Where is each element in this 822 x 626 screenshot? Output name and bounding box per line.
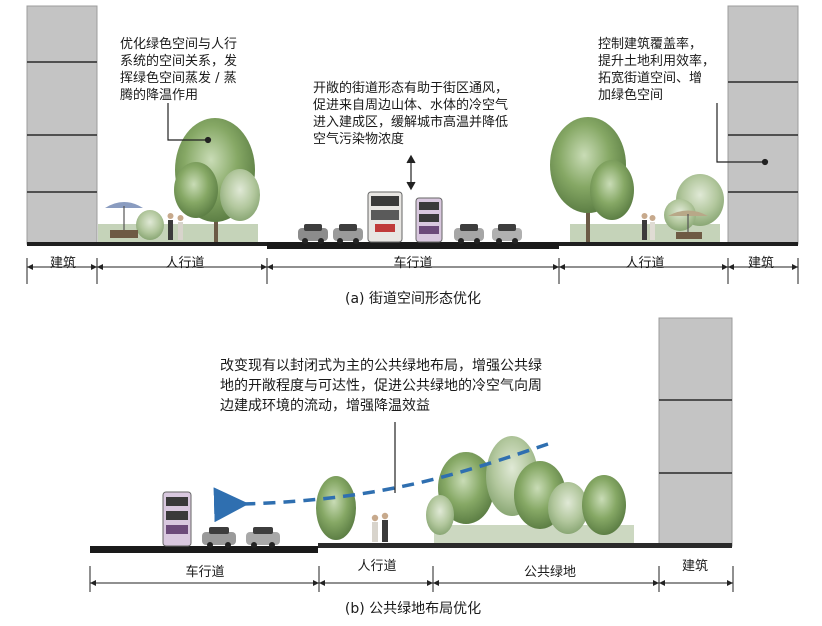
- ground-b-surface: [318, 543, 732, 548]
- zone-label-sidewalk-b: 人行道: [357, 559, 397, 574]
- caption-a: (a) 街道空间形态优化: [345, 291, 481, 307]
- tree-group-left: [98, 118, 260, 242]
- car-icon: [202, 527, 236, 548]
- pedestrians-right-icon: [641, 213, 656, 240]
- note-b: 改变现有以封闭式为主的公共绿地布局，增强公共绿 地的开敞程度与可达性，促进公共绿…: [220, 358, 542, 414]
- car-icon: [298, 224, 328, 244]
- zone-label-greenspace-b: 公共绿地: [523, 565, 576, 580]
- leader-line-right: [716, 103, 769, 166]
- building-left: [26, 5, 98, 245]
- building-b: [658, 317, 733, 547]
- zone-label-building-left: 建筑: [49, 256, 76, 271]
- dimension-line-b: [89, 566, 734, 592]
- note-right: 控制建筑覆盖率， 提升土地利用效率， 拓宽街道空间、增 加绿色空间: [598, 37, 716, 103]
- zone-label-sidewalk-right: 人行道: [625, 256, 665, 271]
- car-icon: [246, 527, 280, 548]
- pedestrians-b-icon: [371, 512, 389, 542]
- tram-b-icon: [162, 491, 192, 547]
- tree-group-right: [550, 117, 724, 242]
- leader-line-center: [406, 154, 416, 191]
- caption-b: (b) 公共绿地布局优化: [344, 601, 482, 617]
- roadway-b-surface: [90, 546, 318, 553]
- zone-label-building-b: 建筑: [681, 559, 708, 574]
- leader-line-left: [167, 103, 212, 144]
- car-icon: [454, 224, 484, 244]
- note-left: 优化绿色空间与人行 系统的空间关系，发 挥绿色空间蒸发 / 蒸 腾的降温作用: [120, 37, 238, 103]
- sidewalk-left-surface: [27, 242, 267, 246]
- umbrella-right-icon: [668, 210, 708, 239]
- dimension-line-a: [26, 258, 799, 284]
- roadway-surface: [267, 242, 559, 249]
- bus-icon: [367, 191, 403, 243]
- building-right: [727, 5, 799, 245]
- car-icon: [492, 224, 522, 244]
- zone-label-sidewalk-left: 人行道: [165, 256, 205, 271]
- zone-label-roadway-b: 车行道: [185, 565, 225, 580]
- sidewalk-right-surface: [559, 242, 798, 246]
- zone-label-building-right: 建筑: [747, 256, 774, 271]
- car-icon: [333, 224, 363, 244]
- umbrella-left-icon: [105, 202, 143, 238]
- zone-label-roadway: 车行道: [393, 256, 433, 271]
- pedestrians-left-icon: [167, 213, 184, 240]
- tree-group-b: [316, 436, 634, 543]
- note-center: 开敞的街道形态有助于街区通风， 促进来自周边山体、水体的冷空气 进入建成区，缓解…: [313, 81, 509, 147]
- tram-icon: [415, 197, 443, 243]
